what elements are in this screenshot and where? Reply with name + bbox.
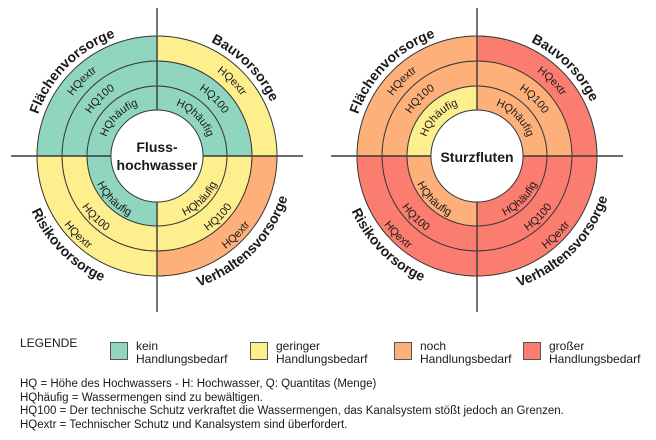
legend-title: LEGENDE: [20, 336, 78, 350]
legend-label: geringer Handlungsbedarf: [276, 340, 367, 366]
legend-label: noch Handlungsbedarf: [420, 340, 511, 366]
explanation-notes: HQ = Höhe des Hochwassers - H: Hochwasse…: [20, 378, 564, 432]
legend-label-line1: großer: [549, 339, 585, 353]
legend-swatch-gering: [250, 342, 268, 360]
legend-label: kein Handlungsbedarf: [136, 340, 227, 366]
legend-item-noch: noch Handlungsbedarf: [394, 340, 511, 366]
legend-label-line2: Handlungsbedarf: [549, 352, 641, 366]
legend-item-gering: geringer Handlungsbedarf: [250, 340, 367, 366]
legend-label-line1: kein: [136, 339, 159, 353]
legend-item-gross: großer Handlungsbedarf: [523, 340, 640, 366]
note-hqextr: HQextr = Technischer Schutz und Kanalsys…: [20, 418, 348, 431]
sturzfluten-diagram: Sturzfluten: [331, 8, 623, 312]
center-label: hochwasser: [117, 157, 198, 173]
legend-swatch-gross: [523, 342, 541, 360]
legend-item-kein: kein Handlungsbedarf: [110, 340, 227, 366]
legend-label: großer Handlungsbedarf: [549, 340, 640, 366]
legend-swatch-noch: [394, 342, 412, 360]
note-hq: HQ = Höhe des Hochwassers - H: Hochwasse…: [20, 378, 377, 390]
legend-label-line1: geringer: [276, 339, 321, 353]
legend-label-line1: noch: [420, 339, 447, 353]
flusshochwasser-diagram: Fluss-hochwasser: [11, 8, 303, 312]
center-label: Sturzfluten: [440, 149, 513, 165]
note-hq100: HQ100 = Der technische Schutz verkraftet…: [20, 405, 564, 417]
center-label: Fluss-: [136, 139, 178, 155]
legend-label-line2: Handlungsbedarf: [420, 352, 512, 366]
legend-label-line2: Handlungsbedarf: [136, 352, 228, 366]
diagram-canvas: Fluss-hochwasserHQhäufigHQ100HQextrHQhäu…: [11, 8, 623, 312]
note-hqhaeufig: HQhäufig = Wassermengen sind zu bewältig…: [20, 391, 263, 404]
legend-label-line2: Handlungsbedarf: [276, 352, 368, 366]
legend-swatch-kein: [110, 342, 128, 360]
center-circle: [110, 109, 204, 203]
